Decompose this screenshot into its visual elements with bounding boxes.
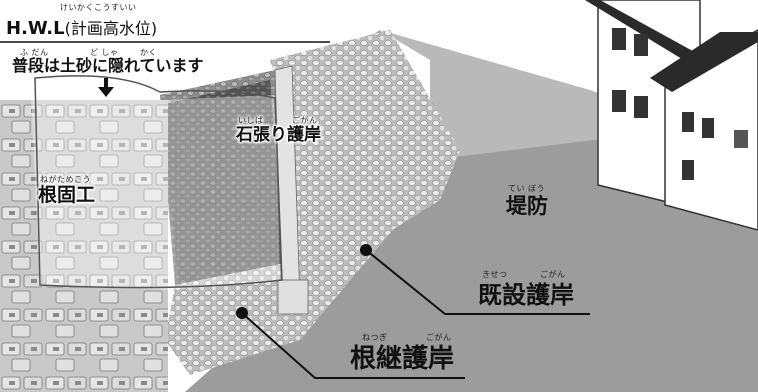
kisetsu-ruby: きせつ [482,270,508,279]
netsugi-ruby: ねつぎ [362,333,388,342]
negatame-label: 根固工 [38,184,96,206]
existing-revetment [270,30,460,290]
root-continuation-revetment [165,150,460,375]
kisetsu-leader [365,249,590,315]
negatame-ruby: ねがためこう [40,175,91,184]
netsugi-gogan-ruby: ごがん [426,333,452,342]
netsugi-leader [241,312,465,379]
down-arrow-icon [98,78,114,97]
hwl-paren: (計画高水位) [64,19,158,38]
ishibari-ruby: いしば [238,116,264,125]
teibo-ruby: てい ぼう [508,184,546,193]
foundation-blocks-top [0,100,168,392]
concrete-footing [277,279,309,315]
netsugi-label: 根継護岸 [350,344,455,374]
kisetsu-gogan-ruby: ごがん [540,270,566,279]
dosha-ruby: ど しゃ [90,48,119,57]
hwl-main: H.W.L [6,18,65,39]
hwl-label: H.W.L(計画高水位) [6,20,157,38]
teibo-label: 堤防 [506,194,548,218]
ishibari-gogan-ruby: ごがん [292,116,318,125]
ishibari-label: 石張り護岸 [236,125,321,145]
kaku-ruby: かく [140,48,157,57]
kisetsu-label: 既設護岸 [478,281,574,309]
house-icon [585,0,758,231]
dark-stone-area [160,80,285,285]
sediment-overlay [30,72,280,290]
hwl-ruby: けいかくこうすいい [60,3,137,12]
fudan-ruby: ふ だん [20,48,49,57]
hidden-note: 普段は土砂に隠れています [12,56,204,75]
sediment-outline [34,75,283,289]
